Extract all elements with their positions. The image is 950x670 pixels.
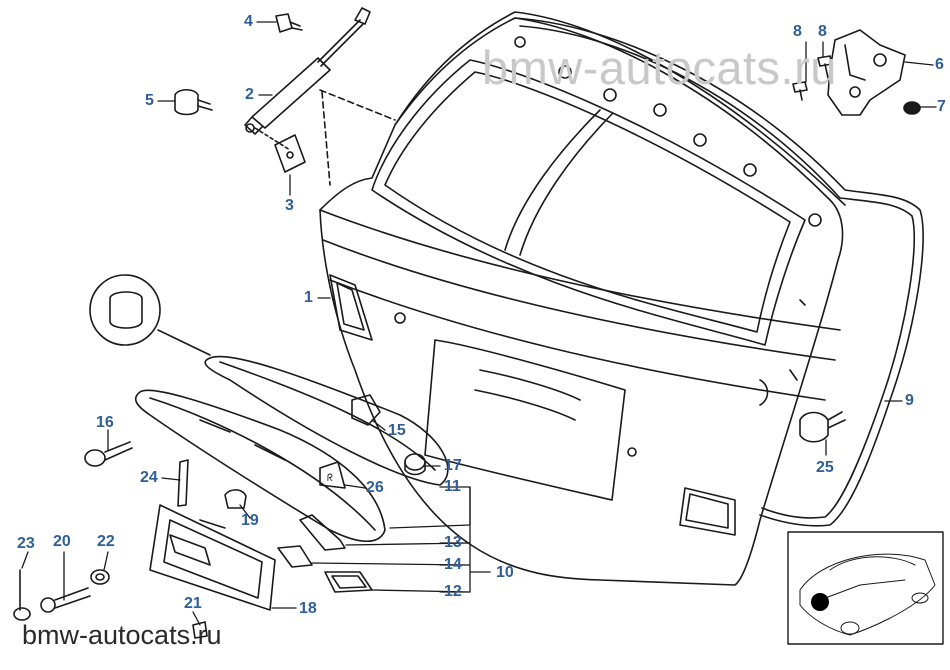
gas-strut	[244, 7, 371, 135]
screw-part-20	[40, 587, 91, 613]
callout-19[interactable]: 19	[241, 512, 259, 529]
leader-lines	[21, 21, 937, 626]
callout-13[interactable]: 13	[444, 534, 462, 551]
bracket-part-3	[254, 127, 306, 173]
handle-strip: ᖇ	[134, 389, 386, 542]
nut-part-22	[90, 569, 110, 585]
callout-17[interactable]: 17	[444, 457, 462, 474]
lens-part-12	[324, 571, 373, 593]
screw-part-4	[275, 13, 303, 33]
clip-part-25	[799, 411, 846, 443]
screw-part-8a	[792, 81, 808, 101]
callout-8b[interactable]: 8	[818, 23, 827, 40]
callout-6[interactable]: 6	[935, 56, 944, 73]
tailgate-body	[319, 11, 846, 586]
callout-2[interactable]: 2	[245, 86, 254, 103]
callout-26[interactable]: 26	[366, 479, 384, 496]
cap-part-7	[903, 101, 921, 115]
callout-11[interactable]: 11	[444, 478, 461, 495]
callout-4[interactable]: 4	[244, 13, 253, 30]
car-location-inset	[787, 531, 944, 645]
cover-part-13	[299, 514, 346, 551]
clip-part-15	[351, 394, 381, 426]
plate-lamp-bracket-part-18	[149, 504, 276, 611]
screw-part-16	[84, 441, 133, 467]
callout-23[interactable]: 23	[17, 535, 35, 552]
leader-dash-top	[319, 89, 396, 121]
watermark-top: bmw-autocats.ru	[482, 41, 837, 94]
callout-3[interactable]: 3	[285, 197, 294, 214]
rod-part-24	[177, 459, 189, 507]
callout-15[interactable]: 15	[388, 422, 406, 439]
grommet-part-19	[224, 489, 247, 509]
callout-7[interactable]: 7	[937, 98, 946, 115]
bolt-part-23	[13, 569, 31, 621]
buffer-part-17	[404, 453, 426, 476]
callout-1[interactable]: 1	[304, 289, 313, 306]
callout-9[interactable]: 9	[905, 392, 914, 409]
callout-10[interactable]: 10	[496, 564, 514, 581]
nut-part-21	[192, 621, 208, 639]
callout-14[interactable]: 14	[444, 556, 462, 573]
bolt-part-5	[174, 88, 213, 116]
svg-text:ᖇ: ᖇ	[327, 473, 333, 484]
callout-20[interactable]: 20	[53, 533, 71, 550]
leader-dash-bracket	[321, 91, 331, 186]
callout-24[interactable]: 24	[140, 469, 158, 486]
hinge-part-6	[827, 29, 906, 116]
screw-part-8b	[817, 55, 833, 79]
callout-21[interactable]: 21	[184, 595, 202, 612]
tailgate-seal	[514, 17, 924, 527]
callout-5[interactable]: 5	[145, 92, 154, 109]
callout-25[interactable]: 25	[816, 459, 834, 476]
cover-part-14	[277, 545, 313, 568]
callout-22[interactable]: 22	[97, 533, 115, 550]
watermark-bottom: bmw-autocats.ru	[22, 620, 222, 650]
callout-8a[interactable]: 8	[793, 23, 802, 40]
callout-16[interactable]: 16	[96, 414, 114, 431]
callout-18[interactable]: 18	[299, 600, 317, 617]
callout-12[interactable]: 12	[444, 583, 462, 600]
detail-magnifier	[89, 274, 211, 356]
